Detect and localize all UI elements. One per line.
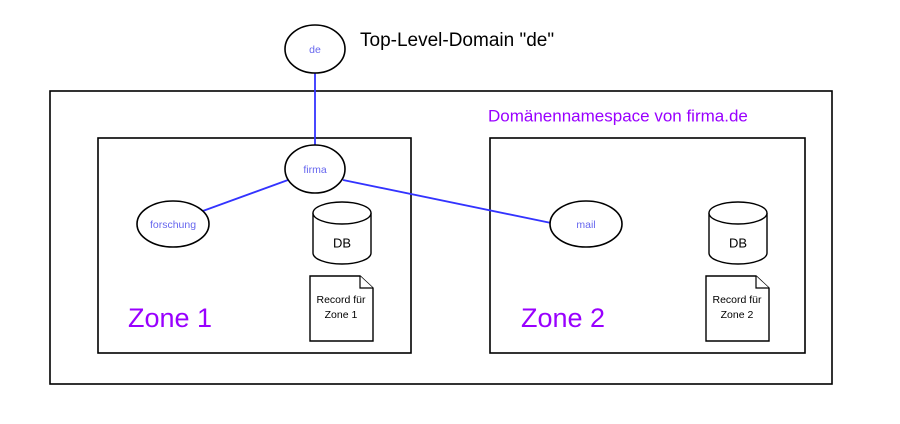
node-de-label: de — [309, 44, 321, 56]
zone-2-record-note: Record für Zone 2 — [705, 275, 770, 342]
zone-2-record-note-fold — [755, 276, 769, 289]
zone-1-database-body — [312, 213, 372, 265]
zone-1-title: Zone 1 — [128, 303, 212, 333]
zone-1-record-note-body — [309, 275, 374, 342]
node-mail[interactable]: mail — [549, 200, 623, 248]
zone-2-title: Zone 2 — [521, 303, 605, 333]
zone-1-database-label: DB — [333, 235, 351, 250]
zone-1-record-note-line2: Zone 1 — [325, 309, 358, 321]
zone-1-record-note-fold — [359, 276, 373, 289]
zone-2-database: DB — [708, 201, 768, 265]
node-firma-label: firma — [303, 164, 326, 176]
node-mail-label: mail — [576, 219, 595, 231]
node-firma[interactable]: firma — [284, 144, 346, 194]
edge-firma-to-mail — [342, 179, 557, 225]
zone-1-database-top — [312, 201, 372, 225]
node-firma-shape — [284, 144, 346, 194]
zone-1-record-note-line1: Record für — [316, 294, 366, 306]
zone-1-record-note: Record für Zone 1 — [309, 275, 374, 342]
node-de-shape — [284, 24, 346, 74]
node-mail-shape — [549, 200, 623, 248]
zone-2-record-note-body — [705, 275, 770, 342]
node-forschung-shape — [136, 200, 210, 248]
zone-1-box — [97, 137, 412, 354]
node-de[interactable]: de — [284, 24, 346, 74]
zone-2-database-label: DB — [729, 235, 747, 250]
zone-2-record-note-line2: Zone 2 — [721, 309, 754, 321]
edge-firma-to-forschung — [199, 179, 289, 213]
zone-2-box — [489, 137, 806, 354]
node-forschung-label: forschung — [150, 219, 196, 231]
zone-1-database: DB — [312, 201, 372, 265]
zone-2-record-note-line1: Record für — [712, 294, 762, 306]
zone-2-database-body — [708, 213, 768, 265]
top-level-domain-caption: Top-Level-Domain "de" — [360, 30, 554, 51]
node-forschung[interactable]: forschung — [136, 200, 210, 248]
zone-2-database-top — [708, 201, 768, 225]
namespace-container-box — [49, 90, 833, 385]
namespace-label: Domänennamespace von firma.de — [488, 106, 748, 125]
